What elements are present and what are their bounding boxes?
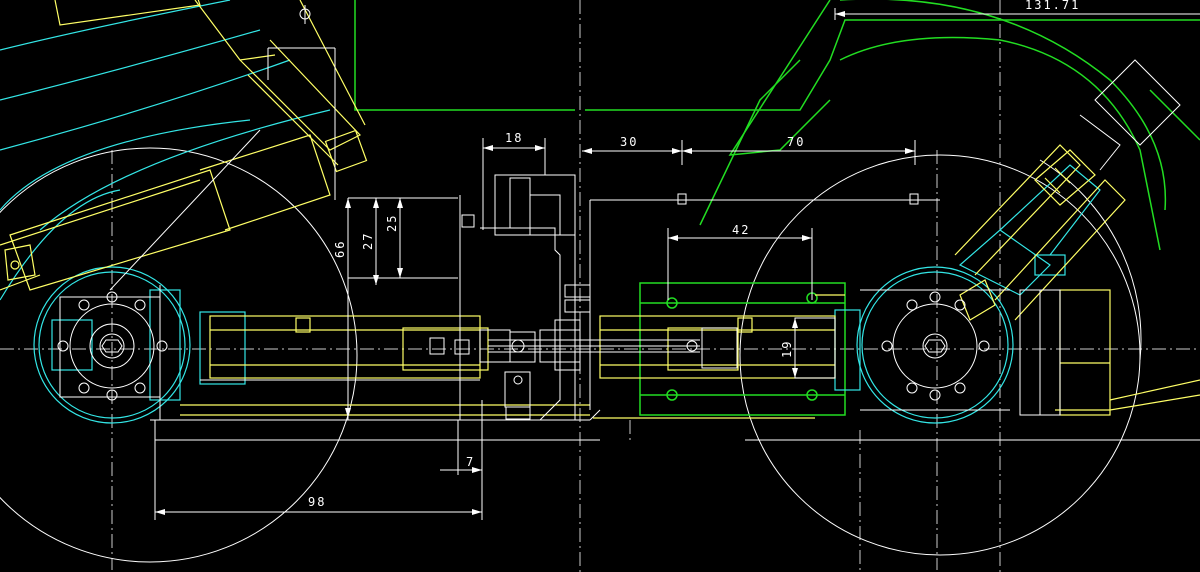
mechanical-detail-white — [57, 5, 1200, 520]
dimension-label-131-71: 131.71 — [1025, 0, 1080, 12]
dimension-label-7: 7 — [466, 455, 475, 469]
cable-lines-cyan — [0, 0, 1101, 424]
body-outline-green — [354, 0, 1200, 416]
dimension-label-19: 19 — [780, 340, 794, 358]
dimension-lines — [155, 8, 1200, 513]
dimension-label-18: 18 — [505, 131, 523, 145]
dimension-arrows — [155, 11, 915, 515]
dimension-label-30: 30 — [620, 135, 638, 149]
wheel-outlines — [0, 147, 1142, 563]
dimension-label-70: 70 — [787, 135, 805, 149]
dimension-label-27: 27 — [361, 232, 375, 250]
dimension-label-98: 98 — [308, 495, 326, 509]
dimension-label-25: 25 — [385, 214, 399, 232]
dimension-label-66: 66 — [333, 240, 347, 258]
dimension-label-42: 42 — [732, 223, 750, 237]
